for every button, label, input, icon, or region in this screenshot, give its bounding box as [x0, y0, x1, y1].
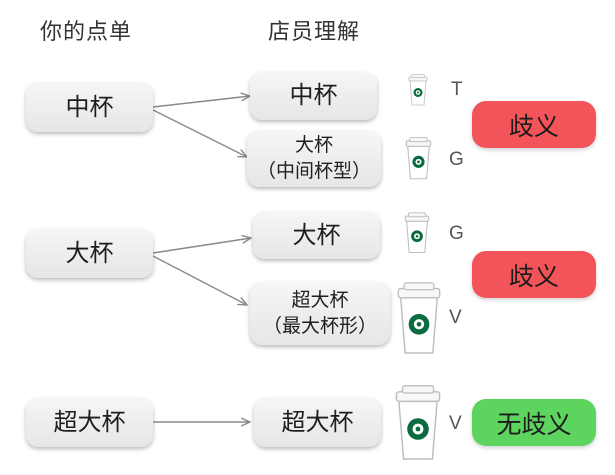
- unambiguous-badge: 无歧义: [472, 399, 596, 446]
- result-pill-large-middle: 大杯 （中间杯型）: [247, 131, 381, 187]
- ambiguous-badge: 歧义: [472, 251, 596, 298]
- order-pill-label: 超大杯: [54, 407, 126, 438]
- result-pill-sublabel: （最大杯形）: [263, 314, 377, 340]
- size-letter-venti: V: [449, 413, 462, 435]
- result-pill-large: 大杯: [253, 212, 380, 259]
- result-pill-label: 大杯: [295, 133, 333, 159]
- size-letter-tall: T: [451, 79, 463, 101]
- result-pill-label: 大杯: [293, 220, 341, 251]
- starbucks-cup-icon: [408, 73, 428, 107]
- starbucks-cup-icon: [396, 274, 442, 363]
- size-letter-grande: G: [449, 223, 464, 245]
- result-pill-label: 超大杯: [282, 407, 354, 438]
- arrow-medium-to-medium: [153, 96, 250, 107]
- result-pill-label: 超大杯: [291, 288, 348, 314]
- result-pill-sublabel: （中间杯型）: [257, 159, 371, 185]
- starbucks-cup-icon: [394, 378, 442, 468]
- starbucks-cup-icon: [404, 208, 430, 258]
- order-pill-medium: 中杯: [26, 83, 153, 132]
- result-pill-venti: 超大杯: [254, 398, 381, 447]
- ambiguous-badge: 歧义: [472, 101, 596, 148]
- badge-label: 歧义: [509, 257, 559, 293]
- result-pill-medium: 中杯: [250, 72, 377, 120]
- size-letter-venti: V: [449, 307, 462, 329]
- order-pill-venti: 超大杯: [26, 398, 153, 447]
- arrow-large-to-venti: [153, 256, 247, 305]
- result-pill-venti-largest: 超大杯 （最大杯形）: [250, 282, 390, 345]
- starbucks-cup-icon: [405, 133, 432, 184]
- badge-label: 歧义: [509, 107, 559, 143]
- arrow-medium-to-large: [153, 110, 247, 157]
- order-pill-label: 大杯: [66, 238, 114, 269]
- order-pill-large: 大杯: [26, 229, 153, 278]
- order-pill-label: 中杯: [66, 92, 114, 123]
- arrow-large-to-large: [153, 238, 251, 253]
- badge-label: 无歧义: [496, 405, 571, 441]
- result-pill-label: 中杯: [290, 80, 338, 111]
- size-letter-grande: G: [449, 149, 464, 171]
